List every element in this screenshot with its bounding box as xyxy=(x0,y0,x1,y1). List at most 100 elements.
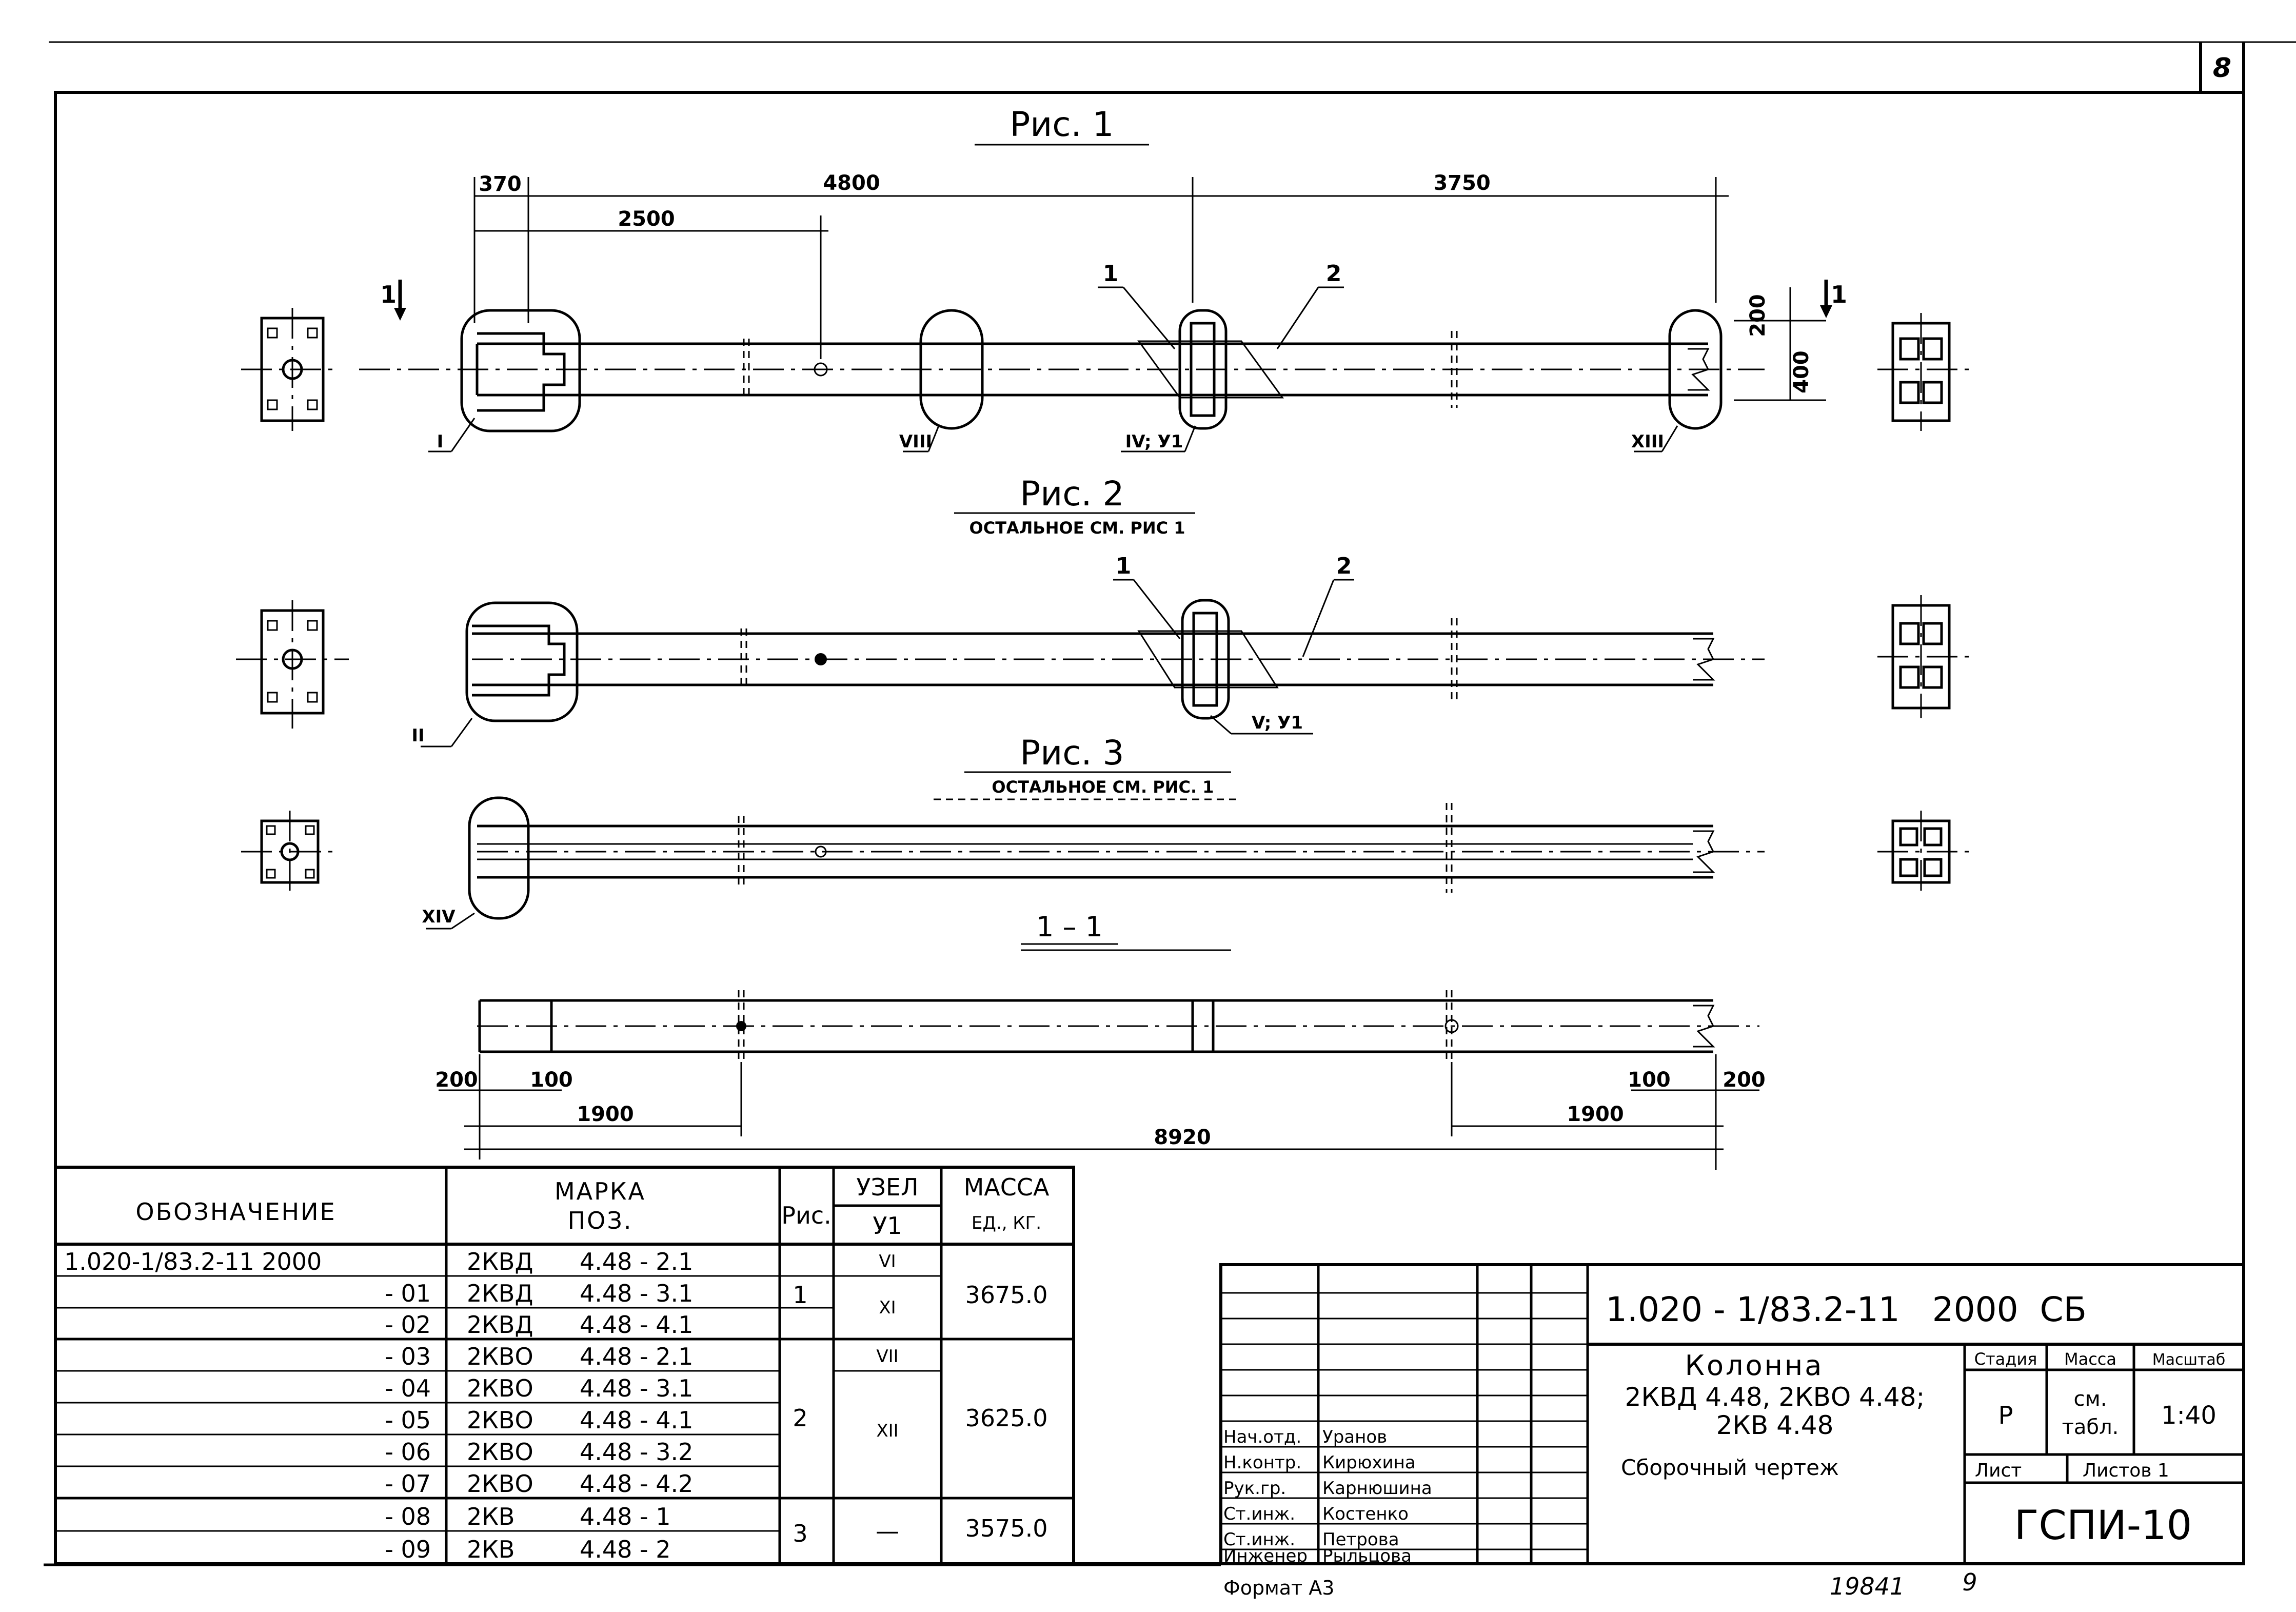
row-9-mark: 2КВ xyxy=(467,1536,514,1563)
product-name-1: Колонна xyxy=(1685,1349,1824,1382)
th-mark: МАРКА xyxy=(555,1177,646,1205)
row-5-mark: 2КВО xyxy=(467,1406,533,1434)
row-1-node: XI xyxy=(879,1298,896,1318)
sig-5-role: Инженер xyxy=(1223,1546,1308,1566)
scale-label: Масштаб xyxy=(2152,1351,2226,1369)
group-2-mass: 3575.0 xyxy=(965,1515,1048,1542)
stage-label: Стадия xyxy=(1974,1349,2037,1369)
sig-2-name: Карнюшина xyxy=(1322,1478,1432,1499)
th-mark-sub: ПОЗ. xyxy=(568,1207,633,1234)
product-name-2: 2КВД 4.48, 2КВО 4.48; xyxy=(1625,1382,1925,1412)
th-node: УЗЕЛ xyxy=(856,1173,918,1201)
dim-200-left: 200 xyxy=(435,1068,478,1092)
sig-0-role: Нач.отд. xyxy=(1223,1427,1301,1447)
row-2-mark: 2КВД xyxy=(467,1311,533,1339)
row-8-pos: 4.48 - 1 xyxy=(580,1503,671,1530)
row-8-mark: 2КВ xyxy=(467,1503,514,1530)
inventory-number: 19841 xyxy=(1830,1572,1905,1600)
row-5-designation: - 05 xyxy=(385,1406,431,1434)
sheet-label: Лист xyxy=(1975,1460,2022,1481)
sheets-label: Листов 1 xyxy=(2083,1460,2169,1481)
sig-5-name: Рыльцова xyxy=(1322,1546,1412,1566)
organization: ГСПИ-10 xyxy=(2014,1503,2192,1549)
title-block xyxy=(1219,1263,2245,1565)
figure-titles: Рис. 1 Рис. 2 ОСТАЛЬНОЕ СМ. РИС 1 Рис. 3… xyxy=(934,105,1236,951)
row-0-node: VI xyxy=(879,1251,896,1272)
signatures: Нач.отд. Уранов Н.контр. Кирюхина Рук.гр… xyxy=(1223,1427,1432,1566)
scale-value: 1:40 xyxy=(2161,1401,2216,1430)
sig-1-role: Н.контр. xyxy=(1223,1452,1301,1473)
sheet-frame xyxy=(44,41,2296,1566)
dim-2500: 2500 xyxy=(618,207,675,231)
row-1-designation: - 01 xyxy=(385,1280,431,1307)
dim-200-top: 200 xyxy=(1746,294,1770,337)
fig3-note: ОСТАЛЬНОЕ СМ. РИС. 1 xyxy=(992,777,1214,797)
mass-value-1: см. xyxy=(2074,1387,2107,1411)
sig-3-name: Костенко xyxy=(1322,1504,1409,1524)
product-name-3: 2КВ 4.48 xyxy=(1716,1410,1834,1440)
row-7-designation: - 07 xyxy=(385,1470,431,1498)
row-0-designation: 1.020-1/83.2-11 2000 xyxy=(64,1248,322,1275)
fig3-column xyxy=(426,796,1765,930)
row-1-pos: 4.48 - 3.1 xyxy=(580,1280,693,1307)
figure-3: XIV xyxy=(241,796,1970,930)
row-9-designation: - 09 xyxy=(385,1536,431,1563)
node-VIII: VIII xyxy=(899,431,932,452)
stage-value: Р xyxy=(1998,1401,2013,1430)
group-0-mass: 3675.0 xyxy=(965,1281,1048,1309)
row-2-designation: - 02 xyxy=(385,1311,431,1339)
row-5-pos: 4.48 - 4.1 xyxy=(580,1406,693,1434)
node-I: I xyxy=(437,431,444,452)
dim-370: 370 xyxy=(479,172,522,196)
fig2-note: ОСТАЛЬНОЕ СМ. РИС 1 xyxy=(969,518,1185,538)
row-6-designation: - 06 xyxy=(385,1438,431,1466)
fig2-left-section xyxy=(236,600,349,729)
dim-100-right: 100 xyxy=(1628,1068,1671,1092)
sig-4-name: Петрова xyxy=(1322,1529,1399,1550)
sig-2-role: Рук.гр. xyxy=(1223,1478,1286,1499)
fig1-right-section xyxy=(1877,313,1970,431)
dim-3750: 3750 xyxy=(1433,171,1490,195)
fig1-title: Рис. 1 xyxy=(1010,105,1114,144)
table-grid-rows xyxy=(55,1275,1074,1532)
fig1-column xyxy=(359,286,1765,453)
document-code: 1.020 - 1/83.2-11 2000 СБ xyxy=(1606,1290,2087,1329)
th-designation: ОБОЗНАЧЕНИЕ xyxy=(135,1198,336,1226)
row-4-pos: 4.48 - 3.1 xyxy=(580,1374,693,1402)
fig2-title: Рис. 2 xyxy=(1020,474,1124,514)
cut-right-label: 1 xyxy=(1831,281,1847,308)
row-6-mark: 2КВО xyxy=(467,1438,533,1466)
cut-left-label: 1 xyxy=(380,281,397,308)
fig3-right-section xyxy=(1877,811,1970,893)
fig2-callout-2: 2 xyxy=(1336,553,1352,579)
row-2-pos: 4.48 - 4.1 xyxy=(580,1311,693,1339)
fig2-column xyxy=(421,579,1765,748)
mass-value-2: табл. xyxy=(2062,1416,2119,1439)
drawing-type: Сборочный чертеж xyxy=(1621,1455,1839,1480)
format-label: Формат А3 xyxy=(1223,1577,1334,1599)
row-7-pos: 4.48 - 4.2 xyxy=(580,1470,693,1498)
row-3-mark: 2КВО xyxy=(467,1343,533,1370)
row-7-mark: 2КВО xyxy=(467,1470,533,1498)
fig1-callout-2: 2 xyxy=(1326,261,1342,287)
fig1-left-section xyxy=(241,308,339,431)
sig-1-name: Кирюхина xyxy=(1322,1452,1416,1473)
section-1-1 xyxy=(439,990,1759,1170)
figure-1: 370 4800 3750 2500 200 400 1 1 xyxy=(241,171,1970,453)
row-3-node: VII xyxy=(876,1346,898,1367)
dim-200-right: 200 xyxy=(1723,1068,1766,1092)
fig3-left-section xyxy=(241,811,339,893)
row-5-node: XII xyxy=(876,1421,898,1441)
row-9-pos: 4.48 - 2 xyxy=(580,1536,671,1563)
th-mass-sub: ЕД., КГ. xyxy=(972,1213,1041,1233)
row-6-pos: 4.48 - 3.2 xyxy=(580,1438,693,1466)
row-3-pos: 4.48 - 2.1 xyxy=(580,1343,693,1370)
figure-2: 1 2 II V; У1 xyxy=(236,553,1970,748)
th-mass: МАССА xyxy=(964,1173,1050,1201)
row-0-mark: 2КВД xyxy=(467,1248,533,1275)
page-number: 9 xyxy=(1962,1568,1977,1596)
sheet-number: 8 xyxy=(2213,53,2231,84)
spec-table xyxy=(54,1166,1075,1565)
sig-3-role: Ст.инж. xyxy=(1223,1504,1295,1524)
